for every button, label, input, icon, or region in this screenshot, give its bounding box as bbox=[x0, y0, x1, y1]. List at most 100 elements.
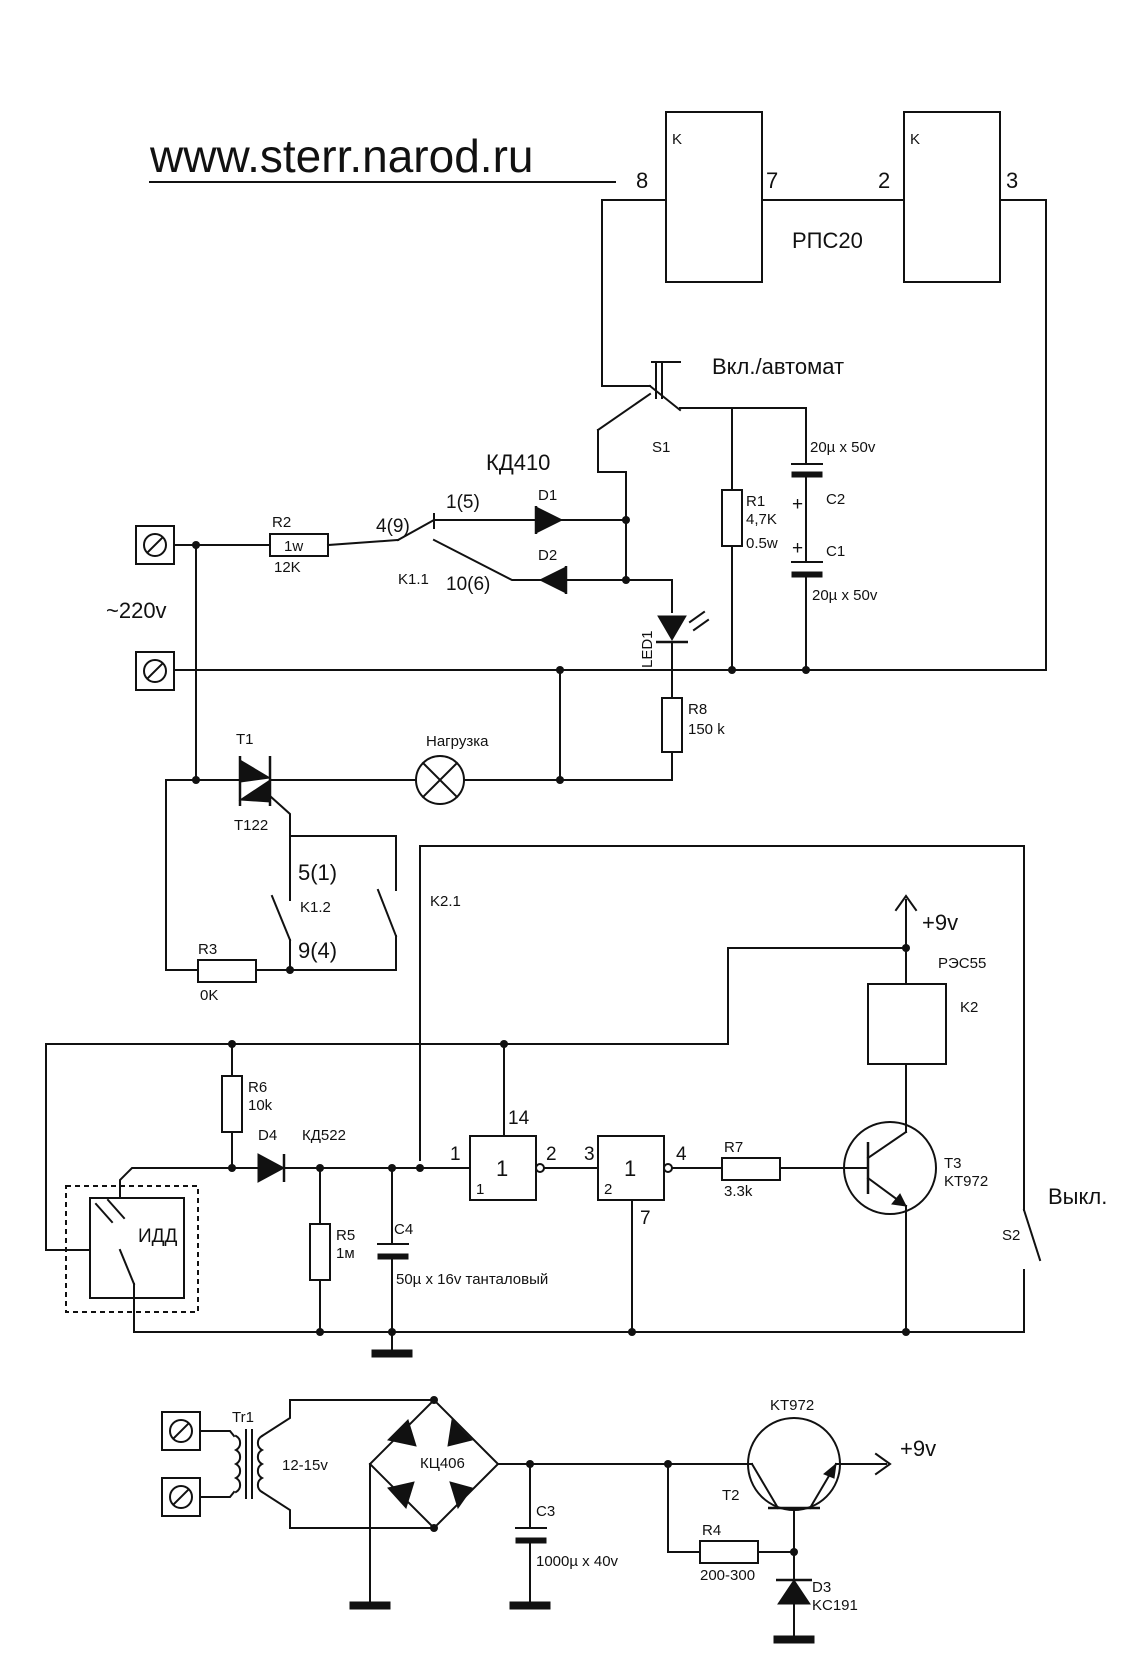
psu-terminal-a-screw-icon bbox=[169, 1419, 193, 1443]
r3-name: R3 bbox=[198, 941, 217, 958]
k11-pin-a: 1(5) bbox=[446, 492, 480, 513]
r8-value: 150 k bbox=[688, 721, 725, 738]
bridge-diode-4 bbox=[449, 1481, 473, 1510]
mains-label: ~220v bbox=[106, 598, 167, 623]
k11-blade bbox=[396, 518, 436, 542]
r1-value: 4,7K bbox=[746, 511, 777, 528]
k12-label: K1.2 bbox=[300, 899, 331, 916]
c3-rating: 1000µ x 40v bbox=[536, 1553, 619, 1570]
sensor-light-arrow-b bbox=[106, 1198, 126, 1220]
node-load-right bbox=[556, 776, 564, 784]
k11-pin-common: 4(9) bbox=[376, 516, 410, 537]
zener-d3: D3 KC191 bbox=[776, 1578, 858, 1614]
load-label: Нагрузка bbox=[426, 733, 489, 750]
wire-tr-bridge-top bbox=[260, 1399, 435, 1438]
gate1-pin-in: 1 bbox=[450, 1144, 461, 1165]
c4-rating: 50µ x 16v танталовый bbox=[396, 1271, 548, 1288]
node-k21 bbox=[416, 1164, 424, 1172]
gate1-inverter-bubble bbox=[535, 1163, 545, 1173]
node-n-r1 bbox=[728, 666, 736, 674]
r5-value: 1м bbox=[336, 1245, 355, 1262]
r1-body bbox=[721, 489, 743, 547]
led-symbol bbox=[657, 615, 687, 641]
terminal-n-slot bbox=[146, 662, 164, 680]
r4-name: R4 bbox=[702, 1522, 721, 1539]
t3-name: T3 bbox=[944, 1155, 962, 1172]
r1-power: 0.5w bbox=[746, 535, 778, 552]
psu-terminal-a-slot bbox=[172, 1422, 190, 1440]
r5-body bbox=[309, 1223, 331, 1281]
relay-pin-2: 2 bbox=[878, 168, 890, 193]
led-arrow-a bbox=[688, 610, 706, 624]
logic-gate-1: 1 1 1 2 bbox=[450, 1135, 557, 1201]
c1-plus-icon: + bbox=[792, 538, 803, 559]
d4-type: КД522 bbox=[302, 1127, 346, 1144]
t3-arrow-icon bbox=[891, 1193, 907, 1207]
c3-name: C3 bbox=[536, 1503, 555, 1520]
s2-caption: Выкл. bbox=[1048, 1184, 1107, 1209]
d4-name: D4 bbox=[258, 1127, 277, 1144]
wire-r2-k11 bbox=[326, 538, 400, 547]
relay-coil-2-label: K bbox=[910, 131, 920, 148]
node-gnd-c4 bbox=[388, 1328, 396, 1336]
mains-terminal-n bbox=[135, 651, 175, 691]
s1-blade-upper bbox=[648, 384, 682, 412]
gate2-pin-in: 3 bbox=[584, 1144, 595, 1165]
tr1-secondary: 12-15v bbox=[282, 1457, 328, 1474]
node-vcc bbox=[500, 1040, 508, 1048]
t3-type: KT972 bbox=[944, 1173, 988, 1190]
gate1-sub: 1 bbox=[476, 1181, 484, 1198]
led-label: LED1 bbox=[639, 630, 656, 668]
wire-s1-diodes bbox=[597, 429, 627, 521]
t2-body bbox=[747, 1417, 841, 1511]
t1-name: T1 bbox=[236, 731, 254, 748]
led-1: LED1 bbox=[639, 610, 710, 668]
sensor-switch-blade bbox=[118, 1248, 136, 1286]
k12-pin-a: 5(1) bbox=[298, 860, 337, 885]
r8-body bbox=[661, 697, 683, 753]
t2-collector bbox=[750, 1462, 780, 1510]
node-r6-top bbox=[228, 1040, 236, 1048]
t1-arrow-b bbox=[238, 779, 271, 803]
r8-name: R8 bbox=[688, 701, 707, 718]
sensor-idd: ИДД bbox=[65, 1185, 199, 1313]
ground-icon-c4 bbox=[371, 1349, 413, 1358]
wire-r3-triac bbox=[165, 779, 199, 971]
k21-blade bbox=[376, 888, 398, 938]
sensor-label: ИДД bbox=[138, 1226, 178, 1247]
terminal-n-screw-icon bbox=[143, 659, 167, 683]
k12-pin-b: 9(4) bbox=[298, 938, 337, 963]
gate2-pin-out: 4 bbox=[676, 1144, 687, 1165]
wire-led-top bbox=[625, 579, 673, 613]
r2-body-text: 1w bbox=[284, 538, 303, 555]
relay-pin-3: 3 bbox=[1006, 168, 1018, 193]
wire-r4-left bbox=[667, 1463, 701, 1553]
k2-type: РЭС55 bbox=[938, 955, 986, 972]
r2-value: 12K bbox=[274, 559, 301, 576]
bridge-diode-2 bbox=[447, 1418, 473, 1447]
d1-symbol bbox=[535, 506, 564, 534]
transformer-tr1: Tr1 12-15v bbox=[232, 1409, 328, 1499]
transistor-t2: KT972 T2 bbox=[722, 1397, 841, 1511]
t2-name: T2 bbox=[722, 1487, 740, 1504]
lamp-cross-b bbox=[421, 761, 459, 799]
ground-icon-d3 bbox=[773, 1635, 815, 1644]
c2-plus-icon: + bbox=[792, 494, 803, 515]
c1-rating: 20µ x 50v bbox=[812, 587, 878, 604]
sensor-dashed-frame bbox=[65, 1185, 199, 1313]
d3-type: KC191 bbox=[812, 1597, 858, 1614]
k11-label: K1.1 bbox=[398, 571, 429, 588]
relay-type-label: РПС20 bbox=[792, 228, 863, 253]
capacitor-c1: + C1 20µ x 50v bbox=[791, 538, 878, 604]
relay-pin-8: 8 bbox=[636, 168, 648, 193]
d4-symbol bbox=[257, 1153, 286, 1183]
t3-collector bbox=[866, 1130, 908, 1160]
gate1-body bbox=[469, 1135, 537, 1201]
r5-name: R5 bbox=[336, 1227, 355, 1244]
gate1-symbol: 1 bbox=[496, 1156, 508, 1181]
c2-name: C2 bbox=[826, 491, 845, 508]
site-url: www.sterr.narod.ru bbox=[149, 130, 533, 182]
logic-gate-2: 1 2 3 4 7 bbox=[584, 1135, 687, 1229]
s1-caption: Вкл./автомат bbox=[712, 354, 844, 379]
